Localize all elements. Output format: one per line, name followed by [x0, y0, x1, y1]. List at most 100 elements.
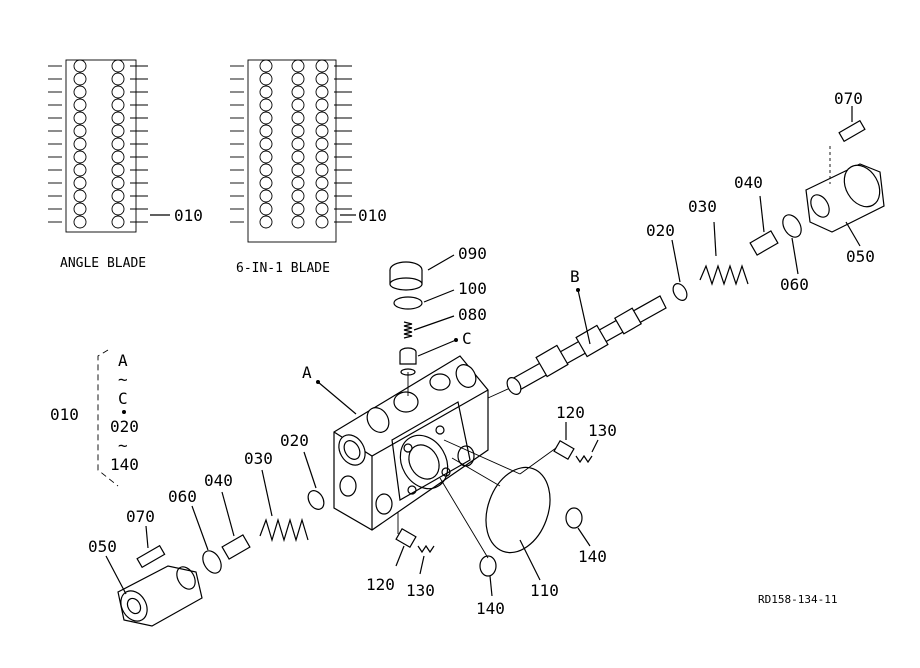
spool-b	[506, 288, 667, 395]
oring-060-left	[191, 505, 222, 574]
screw-130-bottom	[417, 544, 435, 575]
valve-port-circle	[291, 111, 305, 125]
valve-port-circle	[73, 202, 87, 216]
valve-port-circle	[291, 189, 305, 203]
callout-010-left: 010	[50, 405, 79, 424]
callout-a: A	[302, 363, 312, 382]
valve-port-circle	[291, 163, 305, 177]
valve-port-circle	[315, 111, 329, 125]
valve-port-circle	[291, 137, 305, 151]
plug-120-bottom	[395, 527, 417, 567]
valve-port-circle	[315, 72, 329, 86]
callout-010-angle: 010	[174, 206, 203, 225]
valve-port-circle	[111, 98, 125, 112]
range-start-label: 020	[110, 417, 139, 436]
ring-020-left	[303, 451, 325, 510]
callout-b: B	[570, 267, 580, 286]
valve-port-circle	[73, 176, 87, 190]
valve-body	[333, 355, 489, 531]
cap-050-right	[805, 163, 885, 247]
valve-port-circle	[315, 124, 329, 138]
oring-060-right	[782, 214, 802, 275]
callout-100: 100	[458, 279, 487, 298]
valve-port-circle	[73, 111, 87, 125]
valve-port-circle	[291, 150, 305, 164]
valve-port-circle	[111, 189, 125, 203]
valve-port-circle	[111, 163, 125, 177]
callout-050-left: 050	[88, 537, 117, 556]
callout-110: 110	[530, 581, 559, 600]
valve-port-circle	[259, 59, 273, 73]
spring-080	[403, 315, 455, 339]
callout-060-left: 060	[168, 487, 197, 506]
range-from-label: A	[118, 351, 128, 370]
valve-port-circle	[111, 215, 125, 229]
valve-port-circle	[111, 176, 125, 190]
spring-030-left	[259, 469, 309, 543]
callout-080: 080	[458, 305, 487, 324]
valve-port-circle	[111, 59, 125, 73]
valve-port-circle	[291, 59, 305, 73]
valve-port-circle	[73, 98, 87, 112]
leader-lines	[397, 372, 557, 559]
valve-port-circle	[73, 124, 87, 138]
oring-100	[393, 289, 455, 310]
valve-port-circle	[291, 85, 305, 99]
valve-port-circle	[291, 124, 305, 138]
spring-030-right	[699, 221, 749, 286]
range-tilde-1: ~	[118, 370, 128, 389]
valve-port-circle	[259, 85, 273, 99]
callout-020-left: 020	[280, 431, 309, 450]
valve-port-circle	[315, 176, 329, 190]
callout-010-six: 010	[358, 206, 387, 225]
angle-blade-caption: ANGLE BLADE	[60, 256, 146, 271]
callout-050-right: 050	[846, 247, 875, 266]
valve-port-circle	[315, 98, 329, 112]
callout-040-left: 040	[204, 471, 233, 490]
callout-070-right: 070	[834, 89, 863, 108]
valve-port-circle	[73, 137, 87, 151]
range-tilde-2: ~	[118, 436, 128, 455]
callout-030-left: 030	[244, 449, 273, 468]
range-end-label: 140	[110, 455, 139, 474]
bolt-070-left	[136, 525, 166, 569]
plug-090	[389, 254, 455, 291]
drawing-code: RD158-134-11	[758, 593, 837, 606]
oring-140-bottom	[479, 555, 497, 597]
seat-040-right	[749, 195, 779, 256]
valve-port-circle	[291, 98, 305, 112]
range-bracket: A ~ C 020 ~ 140	[97, 349, 139, 487]
valve-port-circle	[259, 72, 273, 86]
callout-120-bottom: 120	[366, 575, 395, 594]
valve-port-circle	[291, 72, 305, 86]
cap-050-left	[105, 555, 203, 627]
valve-port-circle	[315, 189, 329, 203]
valve-port-circle	[315, 59, 329, 73]
valve-port-circle	[259, 215, 273, 229]
valve-port-circle	[315, 202, 329, 216]
check-valve-c	[399, 338, 458, 376]
valve-port-circle	[73, 215, 87, 229]
valve-port-circle	[259, 98, 273, 112]
oring-140-right	[565, 507, 591, 547]
bolt-070-right	[829, 106, 866, 184]
valve-port-circle	[259, 137, 273, 151]
valve-port-circle	[111, 72, 125, 86]
six-in-one-caption: 6-IN-1 BLADE	[236, 261, 330, 276]
valve-port-circle	[111, 124, 125, 138]
plug-120-right	[553, 422, 575, 461]
valve-port-circle	[111, 85, 125, 99]
valve-port-circle	[259, 150, 273, 164]
callout-090: 090	[458, 244, 487, 263]
callout-130-right: 130	[588, 421, 617, 440]
valve-port-circle	[315, 85, 329, 99]
angle-blade-valve-stack	[48, 59, 170, 233]
callout-140-right: 140	[578, 547, 607, 566]
valve-port-circle	[73, 189, 87, 203]
callout-060-right: 060	[780, 275, 809, 294]
valve-port-circle	[315, 150, 329, 164]
valve-port-circle	[73, 163, 87, 177]
seat-040-left	[221, 491, 251, 560]
